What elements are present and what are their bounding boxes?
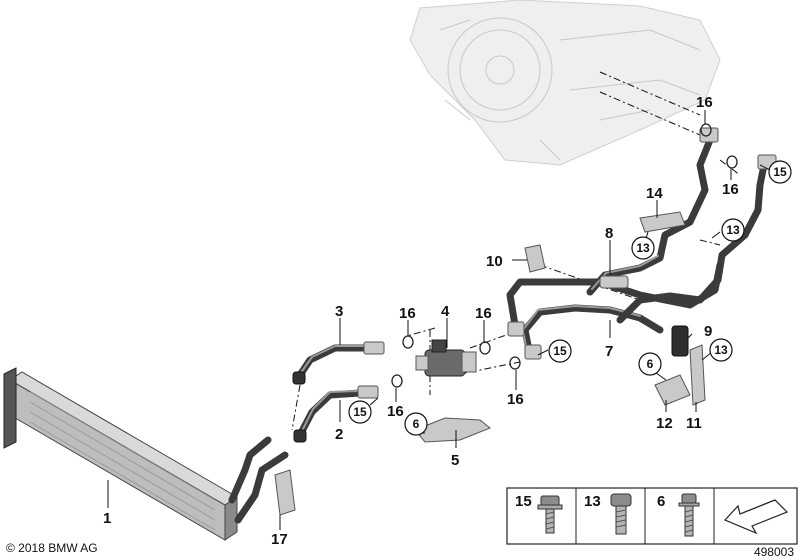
leader-lines [107, 110, 771, 530]
callout-9: 9 [704, 323, 712, 340]
callout-10: 10 [486, 253, 503, 270]
svg-text:6: 6 [647, 357, 654, 371]
callout-16-f: 16 [507, 391, 524, 408]
thermostat-valve [415, 339, 477, 377]
direction-arrow-icon [723, 499, 789, 535]
hose-3 [292, 341, 385, 385]
diagram-number: 498003 [754, 545, 794, 559]
svg-text:13: 13 [726, 223, 740, 237]
callout-14: 14 [646, 185, 663, 202]
svg-text:6: 6 [657, 493, 665, 510]
callout-numbers: 1 2 3 4 5 7 8 9 10 11 12 14 16 16 16 16 … [103, 94, 739, 548]
callout-8: 8 [605, 225, 613, 242]
hex-bolt-long-icon [678, 493, 700, 537]
callout-11: 11 [686, 415, 702, 432]
svg-text:13: 13 [584, 493, 601, 510]
bracket-11 [689, 344, 706, 406]
legend-item-13: 13 [584, 493, 632, 535]
svg-text:15: 15 [773, 165, 787, 179]
svg-text:13: 13 [714, 343, 728, 357]
callout-2: 2 [335, 426, 343, 443]
hose-2 [293, 385, 379, 443]
callout-1: 1 [103, 510, 111, 527]
callout-16-d: 16 [475, 305, 492, 322]
bracket-17 [274, 469, 296, 516]
svg-text:15: 15 [353, 405, 367, 419]
circled-callout-15-b: 15 [548, 339, 572, 363]
circled-callout-13-c: 13 [709, 338, 733, 362]
clip-14 [639, 211, 686, 233]
bracket-12 [654, 374, 691, 406]
circled-callout-13-a: 13 [631, 236, 655, 260]
callout-16-e: 16 [387, 403, 404, 420]
circled-callout-13-b: 13 [721, 218, 745, 242]
svg-text:15: 15 [553, 344, 567, 358]
callout-16-a: 16 [696, 94, 713, 111]
svg-text:6: 6 [413, 417, 420, 431]
circled-callouts: 15 15 15 13 13 13 6 6 [348, 160, 792, 436]
assembly-lines [291, 71, 741, 431]
callout-17: 17 [271, 531, 288, 548]
seal-rings [391, 123, 738, 388]
callout-5: 5 [451, 452, 459, 469]
circled-callout-15-c: 15 [348, 400, 372, 424]
flange-bolt-icon [537, 495, 563, 534]
oil-cooler [3, 367, 289, 541]
copyright-text: © 2018 BMW AG [6, 541, 98, 555]
hex-bolt-icon [610, 493, 632, 535]
clip-9 [671, 325, 689, 357]
callout-16-c: 16 [399, 305, 416, 322]
callout-7: 7 [605, 343, 613, 360]
callout-3: 3 [335, 303, 343, 320]
transmission-housing [409, 0, 721, 166]
legend-item-6: 6 [657, 493, 700, 537]
legend-item-15: 15 [515, 493, 563, 534]
bracket-10 [524, 244, 546, 273]
callout-16-b: 16 [722, 181, 739, 198]
circled-callout-15-a: 15 [768, 160, 792, 184]
circled-callout-6-a: 6 [404, 412, 428, 436]
bracket-5 [414, 417, 491, 443]
svg-text:13: 13 [636, 241, 650, 255]
callout-12: 12 [656, 415, 673, 432]
svg-text:15: 15 [515, 493, 532, 510]
callout-4: 4 [441, 303, 450, 320]
circled-callout-6-b: 6 [638, 352, 662, 376]
fastener-legend: 15 13 6 [506, 487, 798, 545]
